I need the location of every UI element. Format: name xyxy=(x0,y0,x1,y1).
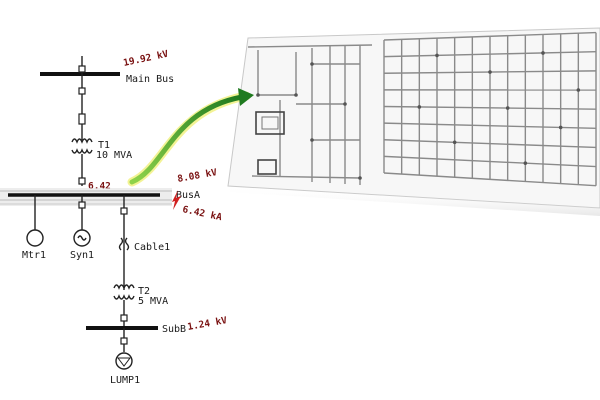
cable-icon[interactable] xyxy=(118,237,130,251)
breaker-icon[interactable] xyxy=(78,87,86,95)
grid-sheet xyxy=(227,27,600,216)
t1-name: T1 xyxy=(98,140,110,151)
t1-rating: 10 MVA xyxy=(96,150,132,161)
transform-arrow xyxy=(127,88,254,187)
one-line-diagram: 19.92 kV Main Bus T1 10 MVA 6.42 BusA 8.… xyxy=(0,49,228,386)
mesh-node xyxy=(488,70,492,74)
sub-b-label: SubB xyxy=(162,324,186,335)
sub-b-voltage: 1.24 kV xyxy=(187,315,229,333)
breaker-icon[interactable] xyxy=(78,177,86,185)
transformer-t1-icon[interactable] xyxy=(71,138,93,154)
lump-label: LUMP1 xyxy=(110,375,140,386)
mesh-node xyxy=(558,125,563,130)
fuse-icon[interactable] xyxy=(78,113,86,125)
transformer-t2-icon[interactable] xyxy=(113,284,135,300)
mesh-node xyxy=(505,106,510,110)
syn-label: Syn1 xyxy=(70,250,94,261)
mesh-node xyxy=(541,51,545,55)
motor-label: Mtr1 xyxy=(22,250,46,261)
mesh-node xyxy=(435,53,439,58)
motor-icon[interactable] xyxy=(26,229,44,247)
main-bus-value: 19.92 kV xyxy=(122,49,169,69)
sheet-mesh xyxy=(383,31,597,187)
cable-label: Cable1 xyxy=(134,242,170,253)
breaker-icon[interactable] xyxy=(78,201,86,209)
breaker-icon[interactable] xyxy=(78,65,86,73)
arrow-head-icon xyxy=(238,88,254,106)
t2-rating: 5 MVA xyxy=(138,296,168,307)
bus-a-readout: 6.42 xyxy=(88,181,111,192)
breaker-icon[interactable] xyxy=(120,314,128,322)
bus-a-voltage: 8.08 kV xyxy=(177,167,219,185)
bus-a-current: 6.42 kA xyxy=(181,204,223,223)
mesh-node xyxy=(417,105,422,109)
main-bus-label: Main Bus xyxy=(126,74,174,85)
bus-a-label: BusA xyxy=(176,190,200,201)
bus-a-highlight xyxy=(0,188,172,206)
mesh-node xyxy=(523,161,528,165)
lump-load-icon[interactable] xyxy=(115,352,133,370)
mesh-node xyxy=(576,88,581,92)
sheet-left-network xyxy=(247,44,373,185)
t2-name: T2 xyxy=(138,286,150,297)
breaker-icon[interactable] xyxy=(120,207,128,215)
breaker-icon[interactable] xyxy=(120,337,128,345)
mesh-node xyxy=(452,140,457,145)
fault-bolt-icon[interactable] xyxy=(172,190,181,210)
